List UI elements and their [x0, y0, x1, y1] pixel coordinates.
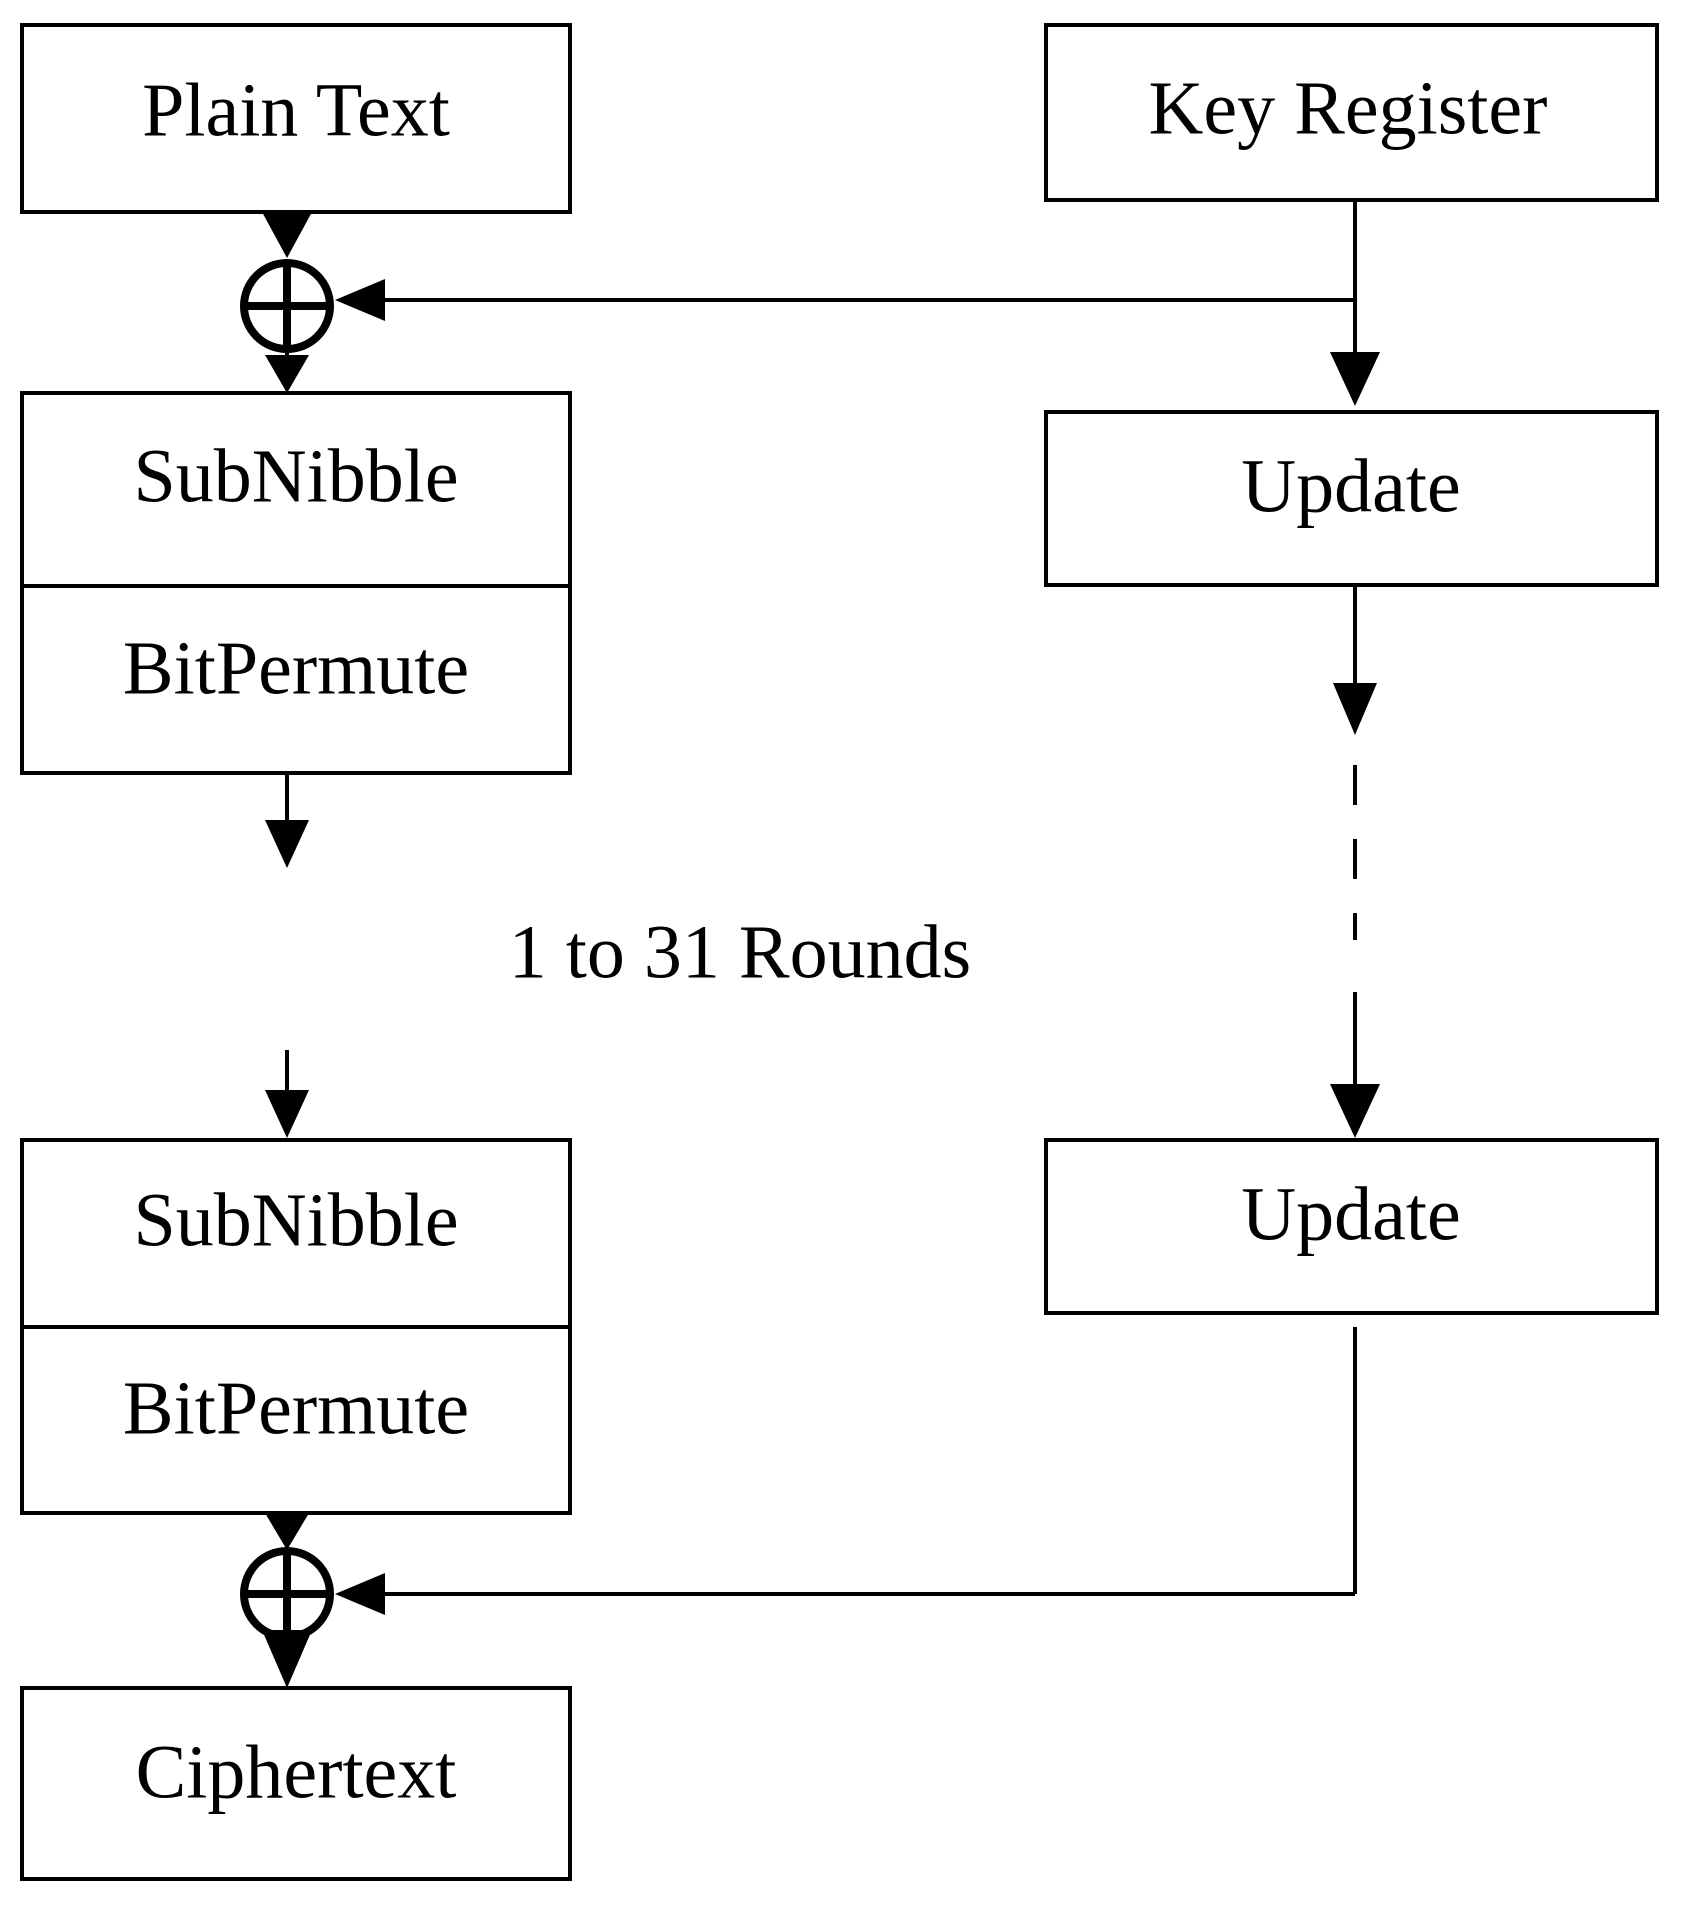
subnibble-label-last: SubNibble [133, 1178, 458, 1262]
bitpermute-to-xor-arrow [265, 1513, 309, 1550]
plaintext-to-xor-arrow [262, 212, 312, 258]
update-label-first: Update [1241, 444, 1460, 528]
rounds-label: 1 to 31 Rounds [509, 910, 971, 994]
subnibble-label-first: SubNibble [133, 434, 458, 518]
update-box-last: Update [1044, 1138, 1659, 1315]
update-box-first: Update [1044, 410, 1659, 587]
ciphertext-label: Ciphertext [136, 1730, 457, 1814]
plain-text-label: Plain Text [142, 68, 450, 152]
subnibble-box-last [20, 1138, 572, 1329]
bitpermute-label-last: BitPermute [123, 1366, 469, 1450]
round-block-last: SubNibble BitPermute [20, 1138, 572, 1515]
xor-to-subnibble-arrow [265, 349, 309, 393]
rounds-to-update-arrow [1330, 992, 1380, 1138]
key-to-xor-top-arrow [335, 200, 1357, 321]
update-to-rounds-arrow [1333, 585, 1377, 735]
update-to-xor-bottom-arrow [335, 1327, 1357, 1615]
subnibble-box-first [20, 391, 572, 588]
key-register-box: Key Register [1044, 23, 1659, 202]
bitpermute-box-first [20, 584, 572, 775]
update-label-last: Update [1241, 1172, 1460, 1256]
key-to-update-arrow [1330, 300, 1380, 406]
bitpermute-to-rounds-arrow [265, 773, 309, 868]
key-register-label: Key Register [1149, 66, 1548, 150]
round-block-first: SubNibble BitPermute [20, 391, 572, 775]
rounds-to-subnibble-arrow [265, 1050, 309, 1138]
ciphertext-box: Ciphertext [20, 1686, 572, 1881]
xor-to-ciphertext-arrow [262, 1630, 312, 1688]
xor-icon-bottom [240, 1547, 334, 1641]
plain-text-box: Plain Text [20, 23, 572, 214]
bitpermute-label-first: BitPermute [123, 626, 469, 710]
xor-icon-top [240, 259, 334, 353]
